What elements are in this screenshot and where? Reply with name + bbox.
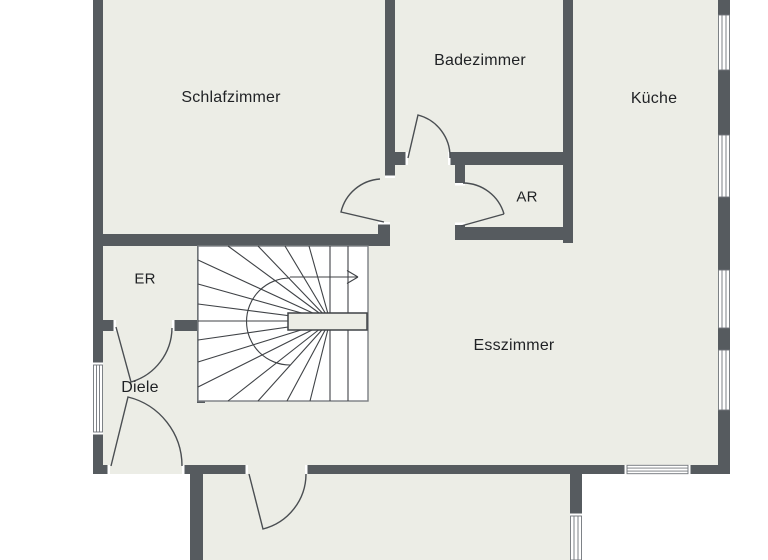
wall-schlafzimmer-south	[103, 234, 390, 246]
wall-schlafzimmer-badezimmer	[385, 0, 395, 178]
wall-left-lower	[93, 432, 103, 474]
room-label-diele: Diele	[121, 379, 159, 396]
room-label-ar: AR	[516, 188, 538, 206]
window-right-3	[718, 269, 730, 329]
door-badezimmer	[407, 114, 451, 159]
window-right-1	[718, 14, 730, 71]
wall-lower-room-right	[570, 474, 582, 516]
wall-ar-south	[455, 227, 573, 240]
room-label-badezimmer: Badezimmer	[434, 52, 526, 69]
wall-right-2	[718, 70, 730, 135]
window-lower-right	[570, 515, 582, 560]
door-ar	[460, 182, 505, 227]
wall-badezimmer-south-left	[385, 152, 408, 165]
wall-left-upper	[93, 0, 103, 365]
wall-door-post	[378, 222, 390, 246]
wall-badezimmer-kueche	[563, 0, 573, 243]
wall-bottom-3	[305, 465, 627, 474]
door-lower-room	[248, 473, 307, 530]
wall-er-diele-left	[103, 320, 116, 331]
window-right-2	[718, 134, 730, 198]
room-label-schlafzimmer: Schlafzimmer	[181, 89, 281, 106]
doors	[110, 114, 505, 530]
windows	[93, 14, 730, 560]
staircase	[197, 245, 369, 402]
door-er	[115, 326, 173, 383]
window-left	[93, 364, 103, 433]
wall-right-4	[718, 328, 730, 350]
window-bottom	[626, 464, 689, 475]
wall-right-3	[718, 197, 730, 270]
floor-areas	[93, 0, 730, 560]
room-label-esszimmer: Esszimmer	[473, 337, 555, 354]
wall-ar-left-upper	[455, 158, 465, 183]
wall-bottom-1	[93, 465, 110, 474]
wall-er-diele-right	[172, 320, 205, 331]
wall-bottom-4	[688, 465, 730, 474]
wall-right-5	[718, 410, 730, 474]
window-right-4	[718, 349, 730, 411]
door-diele-entry	[110, 396, 183, 467]
stair-direction-arrow	[290, 270, 359, 284]
door-jambs	[93, 152, 691, 516]
stair-treads	[197, 245, 349, 402]
lower-room-floor	[203, 474, 570, 560]
room-label-kueche: Küche	[630, 90, 678, 107]
wall-right-1	[718, 0, 730, 15]
wall-badezimmer-south-right	[448, 152, 573, 165]
room-label-er: ER	[134, 270, 156, 288]
wall-lower-room-left	[190, 474, 203, 560]
door-schlafzimmer	[340, 178, 385, 223]
stair-curve	[246, 277, 291, 366]
wall-bottom-2	[182, 465, 248, 474]
stair-eye	[287, 312, 368, 331]
